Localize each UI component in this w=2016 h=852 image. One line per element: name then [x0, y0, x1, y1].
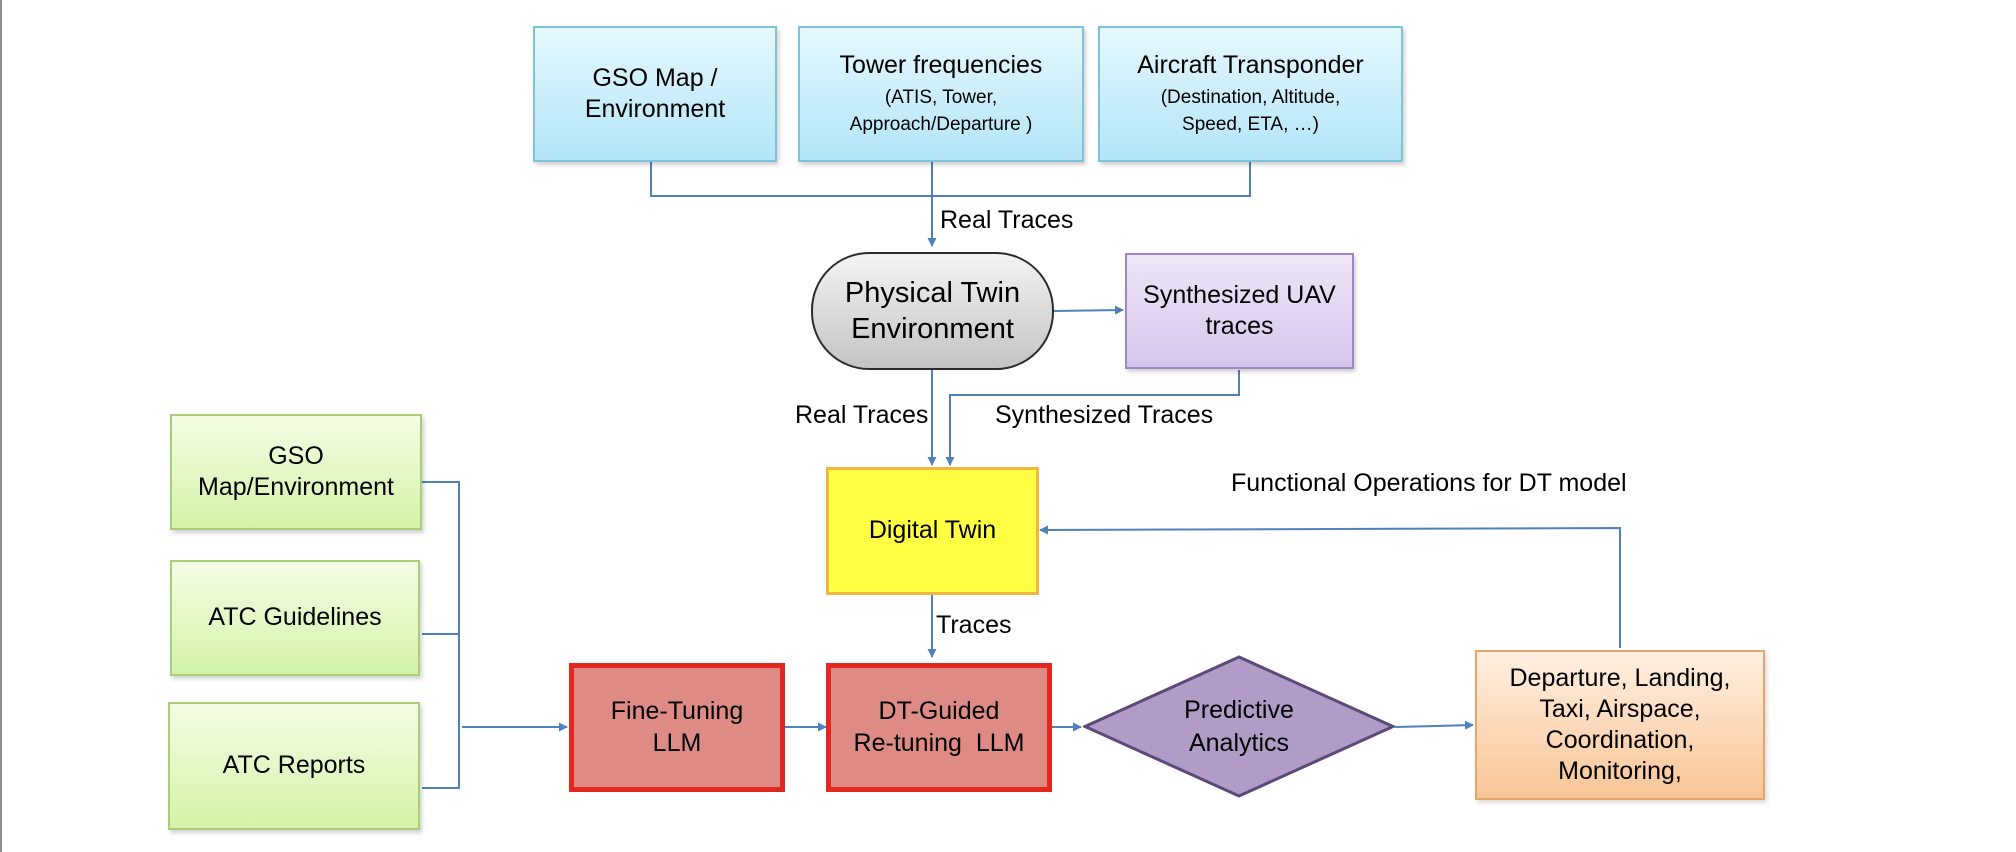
atc-guidelines-box: ATC Guidelines	[170, 560, 420, 676]
physical-twin-line2: Environment	[851, 313, 1014, 345]
connector-predictive-to-operations	[1394, 720, 1474, 730]
gso-map-environment-box: GSO Map / Environment	[533, 26, 777, 162]
gso-left-line1: GSO	[268, 441, 324, 470]
operations-line2: Taxi, Airspace,	[1539, 694, 1701, 723]
synth-uav-line1: Synthesized UAV	[1143, 280, 1336, 309]
operations-line1: Departure, Landing,	[1509, 663, 1731, 692]
diamond-shape	[1083, 655, 1395, 798]
connector-top-merge	[650, 162, 1251, 197]
connector-feedback-loop	[1039, 525, 1621, 648]
dt-guided-retuning-llm-box: DT-Guided Re-tuning LLM	[826, 663, 1052, 792]
atc-reports-label: ATC Reports	[222, 751, 366, 780]
dt-guided-line1: DT-Guided	[878, 697, 1000, 726]
dt-guided-line2: Re-tuning LLM	[853, 728, 1025, 757]
predictive-line1: Predictive	[1184, 696, 1294, 724]
operations-line3: Coordination,	[1545, 726, 1695, 754]
label-functional-operations: Functional Operations for DT model	[1231, 469, 1627, 497]
aircraft-transponder-box: Aircraft Transponder (Destination, Altit…	[1098, 26, 1403, 162]
operations-box: Departure, Landing, Taxi, Airspace, Coor…	[1475, 650, 1765, 800]
gso-left-line2: Map/Environment	[198, 473, 394, 501]
synthesized-uav-traces-box: Synthesized UAV traces	[1125, 253, 1354, 369]
connector-synth-to-dt	[945, 370, 1240, 466]
fine-tuning-llm-box: Fine-Tuning LLM	[569, 663, 785, 792]
fine-tuning-line2: LLM	[652, 728, 702, 757]
operations-line4: Monitoring,	[1558, 757, 1682, 786]
atc-reports-box: ATC Reports	[168, 702, 420, 830]
gso-map-environment-left-box: GSO Map/Environment	[170, 414, 422, 530]
left-edge-line	[0, 0, 2, 852]
fine-tuning-line1: Fine-Tuning	[610, 697, 744, 726]
predictive-analytics-diamond: Predictive Analytics	[1083, 655, 1395, 798]
gso-map-line2: Environment	[584, 95, 726, 123]
label-real-traces-mid: Real Traces	[795, 401, 929, 429]
gso-map-line1: GSO Map /	[592, 63, 718, 92]
tower-sub2: Approach/Departure )	[849, 113, 1033, 135]
transponder-title: Aircraft Transponder	[1137, 50, 1364, 79]
predictive-line2: Analytics	[1188, 728, 1290, 757]
synth-uav-line2: traces	[1205, 312, 1274, 340]
atc-guidelines-label: ATC Guidelines	[208, 603, 382, 632]
tower-frequencies-box: Tower frequencies (ATIS, Tower, Approach…	[798, 26, 1084, 162]
connector-physical-to-synth	[1052, 305, 1124, 315]
label-synthesized-traces: Synthesized Traces	[995, 401, 1214, 429]
physical-twin-line1: Physical Twin	[844, 276, 1021, 309]
transponder-sub2: Speed, ETA, …)	[1182, 113, 1319, 135]
digital-twin-box: Digital Twin	[826, 467, 1039, 595]
physical-twin-environment: Physical Twin Environment	[811, 252, 1054, 370]
tower-sub1: (ATIS, Tower,	[884, 87, 998, 109]
transponder-sub1: (Destination, Altitude,	[1160, 87, 1341, 109]
label-real-traces-top: Real Traces	[940, 206, 1074, 234]
connector-left-bracket	[422, 481, 460, 789]
label-traces: Traces	[936, 611, 1012, 639]
digital-twin-label: Digital Twin	[868, 516, 997, 545]
tower-title: Tower frequencies	[839, 50, 1043, 79]
